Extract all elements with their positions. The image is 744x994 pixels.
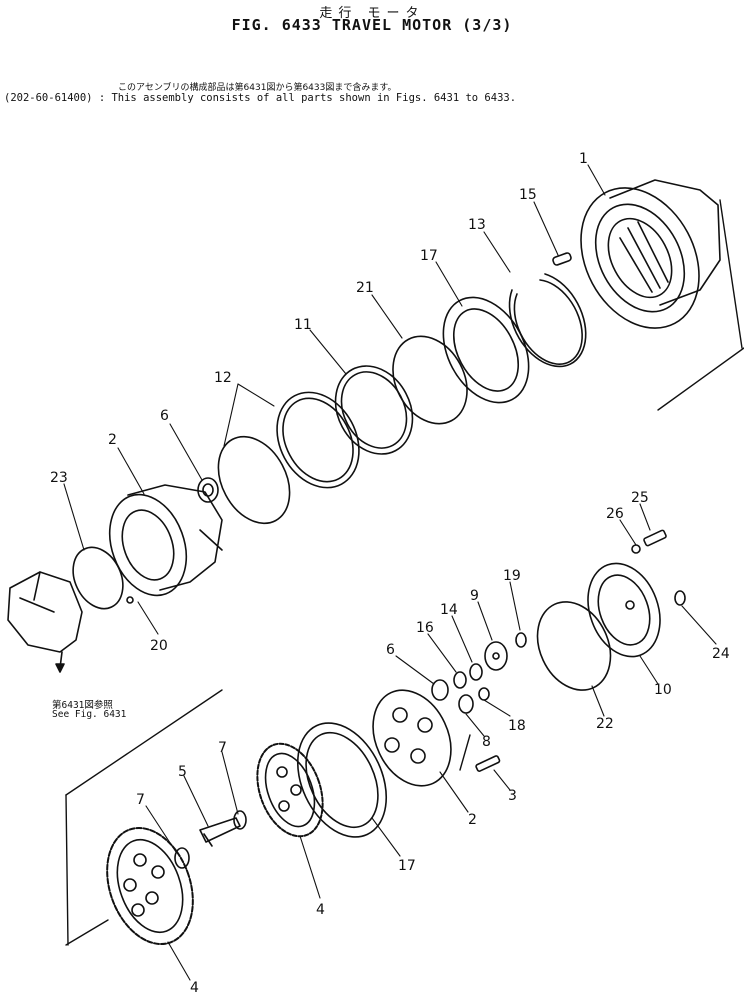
assembly-bracket-lines <box>65 199 744 946</box>
callout-label: 18 <box>508 718 526 734</box>
part-pin-15 <box>552 252 572 266</box>
callout-label: 26 <box>606 506 624 522</box>
callout-label: 22 <box>596 716 614 732</box>
callout-label: 3 <box>508 788 517 804</box>
part-bolt-25 <box>643 529 667 547</box>
part-plug-24 <box>674 590 686 606</box>
callout-label: 11 <box>294 317 312 333</box>
callout-label: 7 <box>136 792 145 808</box>
reference-note: See Fig. 6431 <box>52 709 127 720</box>
callout-label: 16 <box>416 620 434 636</box>
callout-label: 4 <box>190 980 199 994</box>
callout-label: 13 <box>468 217 486 233</box>
figure-title: FIG. 6433 TRAVEL MOTOR (3/3) <box>231 16 513 34</box>
part-seal-11 <box>334 365 414 455</box>
part-o-ring-21 <box>392 335 468 425</box>
callout-label: 15 <box>519 187 537 203</box>
part-bearing-17-upper <box>442 296 530 404</box>
assembly-note: (202-60-61400) : This assembly consists … <box>4 92 517 104</box>
part-bolt-3 <box>475 755 501 772</box>
callout-label: 17 <box>398 858 416 874</box>
part-floating-seal-12 <box>217 391 360 525</box>
callout-label: 25 <box>631 490 649 506</box>
callout-label: 4 <box>316 902 325 918</box>
callout-label: 2 <box>108 432 117 448</box>
part-hub-2-upper <box>108 484 223 597</box>
callout-label: 12 <box>214 370 232 386</box>
part-plug-20 <box>126 596 134 604</box>
callout-label: 17 <box>420 248 438 264</box>
part-bearing-6-lower <box>431 679 449 701</box>
part-washer-16 <box>453 671 467 689</box>
assembly-note-japanese: このアセンブリの構成部品は第6431図から第6433図まで含みます。 <box>118 83 397 93</box>
callout-label: 23 <box>50 470 68 486</box>
callout-label: 6 <box>160 408 169 424</box>
part-planet-gear-4-upper <box>256 742 324 838</box>
part-ring-19 <box>515 632 527 648</box>
callout-label: 9 <box>470 588 479 604</box>
callout-label: 5 <box>178 764 187 780</box>
callout-label: 1 <box>579 151 588 167</box>
callout-numbers: 1 15 13 17 21 11 12 6 2 23 20 25 26 19 9… <box>50 151 730 994</box>
part-ring-gear-17-lower <box>296 722 388 838</box>
part-ring-18 <box>478 687 490 701</box>
callout-label: 24 <box>712 646 730 662</box>
part-sprocket-4-lower <box>106 826 194 946</box>
part-shaft-5 <box>199 817 241 847</box>
title-japanese: 走行 モータ <box>319 6 425 21</box>
callout-label: 20 <box>150 638 168 654</box>
leader-lines <box>63 164 717 981</box>
callout-label: 6 <box>386 642 395 658</box>
callout-label: 2 <box>468 812 477 828</box>
reference-note-japanese: 第6431図参照 <box>52 700 113 711</box>
callout-label: 21 <box>356 280 374 296</box>
callout-label: 19 <box>503 568 521 584</box>
part-housing-1 <box>580 179 721 329</box>
motor-block-reference <box>7 571 83 673</box>
part-o-ring-23 <box>72 546 124 610</box>
part-gear-8 <box>458 694 474 714</box>
part-bearing-7-lower <box>174 847 190 869</box>
part-washer-14 <box>469 663 483 681</box>
part-gear-9 <box>484 641 508 671</box>
callout-label: 8 <box>482 734 491 750</box>
part-o-ring-22 <box>536 601 612 691</box>
part-carrier-2-lower <box>372 689 452 787</box>
callout-label: 10 <box>654 682 672 698</box>
part-snap-ring-13 <box>508 273 587 368</box>
callout-label: 14 <box>440 602 458 618</box>
part-bearing-7-upper <box>233 810 247 830</box>
part-cover-10 <box>587 562 661 658</box>
part-washer-26 <box>631 544 641 554</box>
callout-label: 7 <box>218 740 227 756</box>
